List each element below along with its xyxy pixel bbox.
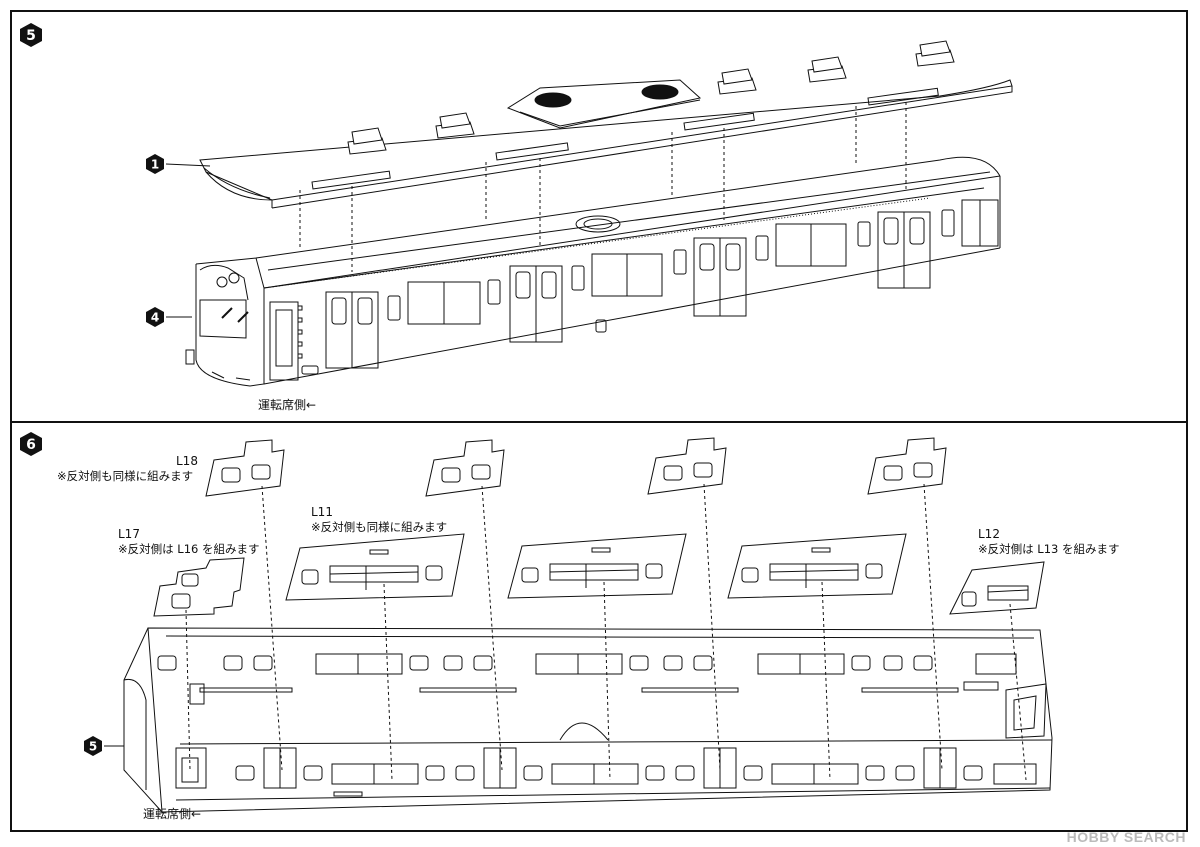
- cab-side-label-top: 運転席側←: [258, 398, 317, 412]
- part-l12-label: L12: [978, 527, 1000, 541]
- step-5-number: 5: [26, 28, 36, 44]
- panel-part-l11: [507, 533, 687, 599]
- part-l17-label: L17: [118, 527, 140, 541]
- svg-text:4: 4: [151, 311, 159, 325]
- part-l12-note: ※反対側は L13 を組みます: [978, 542, 1120, 556]
- svg-text:5: 5: [89, 740, 97, 754]
- car-body: [185, 156, 1001, 387]
- roof-vent: [717, 68, 757, 95]
- window-set: [571, 249, 687, 297]
- lamp-column: [297, 305, 303, 359]
- roof-part: [199, 40, 1013, 209]
- window-set: [755, 221, 871, 267]
- near-window-row: [175, 747, 1037, 789]
- door-pair: [325, 291, 379, 369]
- step-6-number: 6: [26, 437, 36, 453]
- door-pair: [877, 211, 931, 289]
- panel-part-l17: [153, 557, 245, 617]
- callout-part-4: 4: [146, 307, 164, 327]
- callout-part-5: 5: [84, 736, 102, 756]
- panel-part-l11: [285, 533, 465, 601]
- roof-vent: [807, 56, 847, 83]
- seat-part-l18: [647, 437, 727, 495]
- door-pair: [693, 237, 747, 317]
- roof-vent: [435, 112, 475, 139]
- part-l17-note: ※反対側は L16 を組みます: [118, 542, 260, 556]
- assembly-guides-6: [185, 483, 1027, 781]
- part-l18-label: L18: [176, 454, 198, 468]
- panel-divider: [10, 421, 1188, 423]
- far-window-row: [157, 653, 1017, 675]
- seat-part-l18: [867, 437, 947, 495]
- panel-part-l11: [727, 533, 907, 599]
- svg-text:1: 1: [151, 158, 159, 172]
- roof-vent: [347, 127, 387, 155]
- cab-side-label-bottom: 運転席側←: [143, 807, 202, 821]
- interior-chassis: [123, 627, 1053, 813]
- step-6-badge: 6: [20, 432, 42, 456]
- door-pair: [509, 265, 563, 343]
- panel-part-l12: [949, 561, 1045, 615]
- part-l18-note: ※反対側も同様に組みます: [57, 469, 194, 483]
- step-5-badge: 5: [20, 23, 42, 47]
- window-set: [387, 279, 501, 325]
- seat-part-l18: [205, 439, 285, 497]
- part-l11-label: L11: [311, 505, 333, 519]
- watermark: HOBBY SEARCH: [1066, 829, 1186, 845]
- part-l11-note: ※反対側も同様に組みます: [311, 520, 448, 534]
- callout-part-1: 1: [146, 154, 164, 174]
- seat-part-l18: [425, 439, 505, 497]
- roof-vent: [915, 40, 955, 67]
